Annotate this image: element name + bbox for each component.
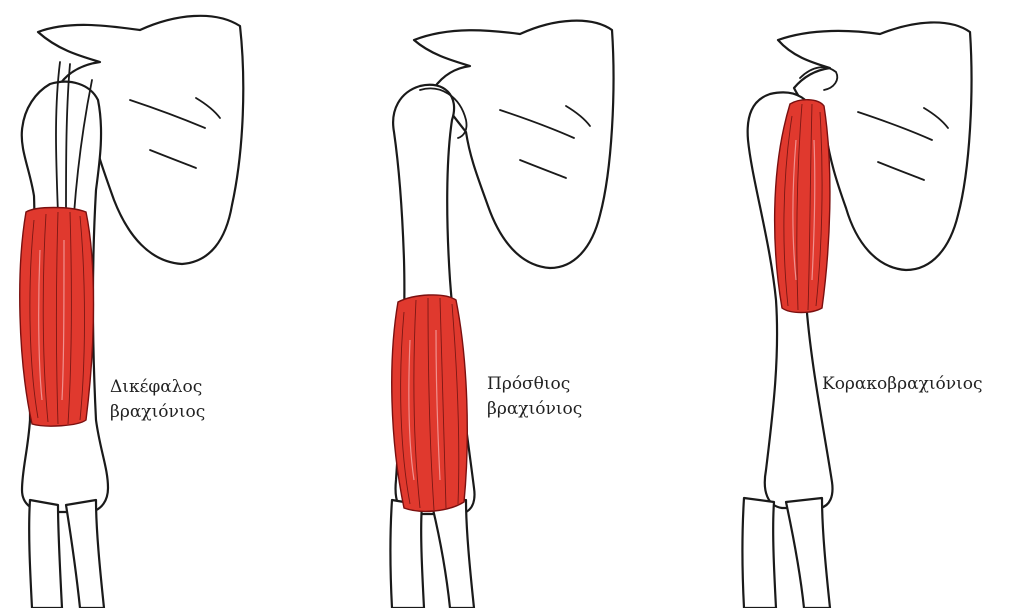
panel-biceps — [20, 16, 244, 608]
radius-3 — [786, 498, 830, 608]
panel-coracobrachialis — [743, 22, 972, 608]
radius-2 — [432, 500, 474, 608]
label-brachialis: Πρόσθιος βραχιόνιος — [487, 372, 582, 422]
label-coracobrachialis-line1: Κορακοβραχιόνιος — [822, 372, 983, 397]
label-brachialis-line1: Πρόσθιος — [487, 372, 582, 397]
label-biceps: Δικέφαλος βραχιόνιος — [110, 375, 205, 425]
label-coracobrachialis: Κορακοβραχιόνιος — [822, 372, 983, 397]
label-biceps-line1: Δικέφαλος — [110, 375, 205, 400]
radius-1 — [66, 500, 104, 608]
panel-brachialis — [391, 21, 614, 608]
ulna-3 — [743, 498, 777, 608]
ulna-1 — [29, 500, 62, 608]
label-biceps-line2: βραχιόνιος — [110, 400, 205, 425]
ulna-2 — [391, 500, 425, 608]
label-brachialis-line2: βραχιόνιος — [487, 397, 582, 422]
